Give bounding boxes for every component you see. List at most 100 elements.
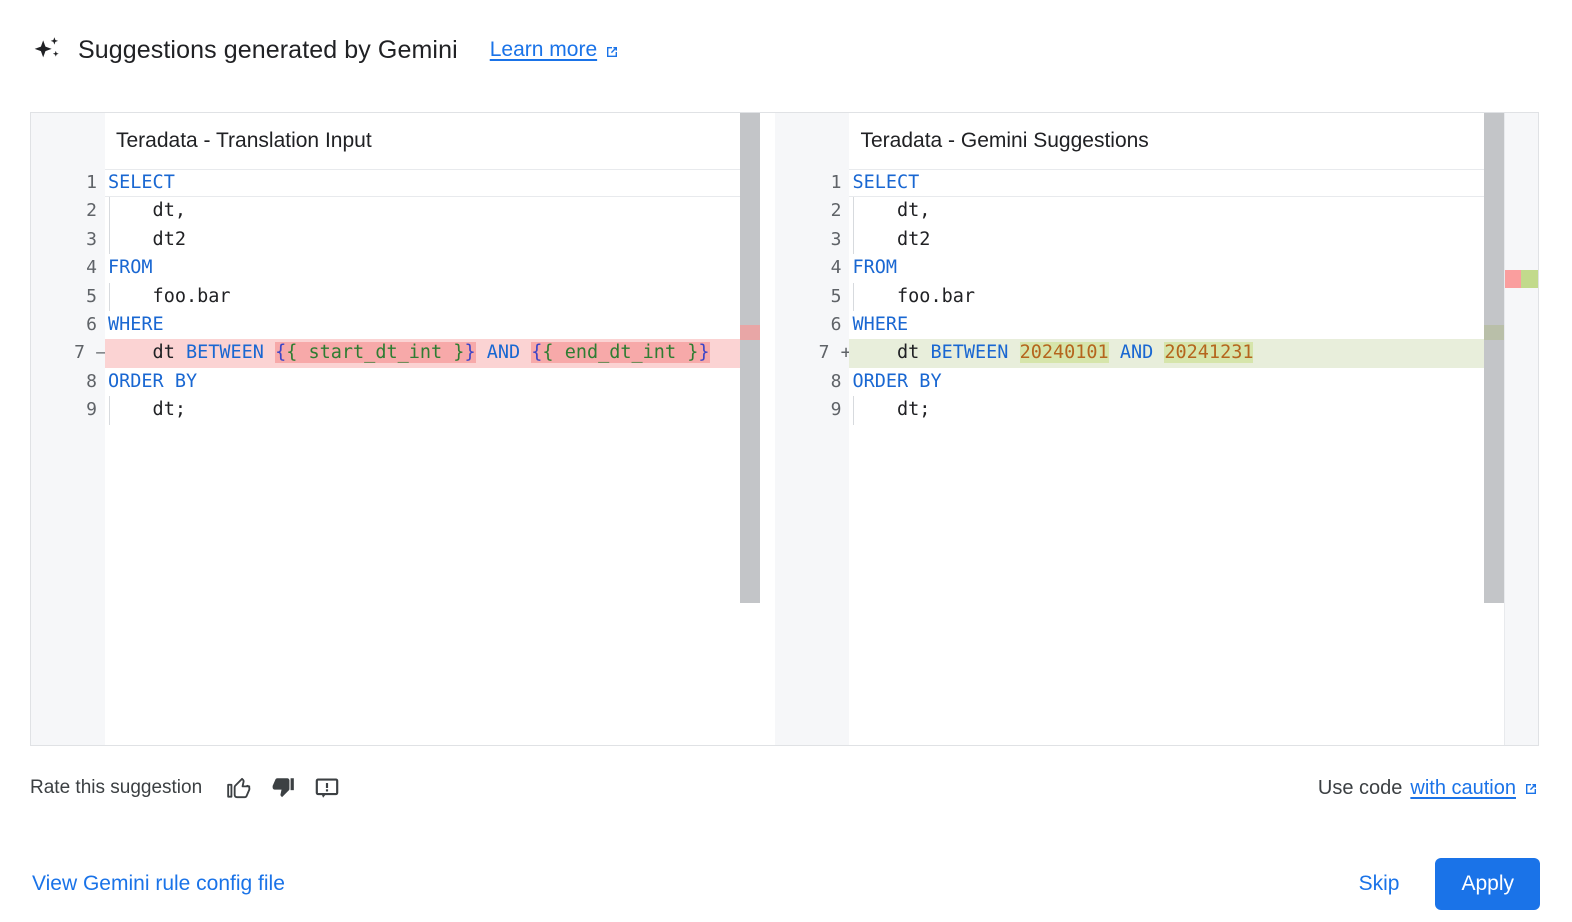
code-token: BETWEEN [930,342,1020,364]
line-number: 7— [31,339,107,367]
line-number: 6 [830,313,842,335]
line-number: 1 [830,172,842,193]
diff-del-sign: — [96,342,107,364]
code-token [520,342,531,363]
code-line: dt2 [849,225,1504,255]
scrollbar-thumb-right[interactable] [1484,113,1504,603]
code-token: } [453,342,465,364]
overview-marker-added [1521,270,1538,288]
code-line: SELECT [849,169,1504,198]
code-line: ORDER BY [849,368,1504,396]
with-caution-label: with caution [1410,776,1516,799]
overview-ruler[interactable] [1504,113,1538,745]
external-link-icon [604,42,620,58]
learn-more-link[interactable]: Learn more [490,38,620,62]
line-number: 8 [86,370,97,392]
code-line: FROM [105,254,760,282]
code-token: } [464,342,476,364]
diff-viewer: 1 2 3 4 5 6 7— 8 9 Teradata - Translation Input … [30,112,1539,746]
code-token: AND [1119,342,1154,364]
code-token: 20240101 [1019,342,1109,364]
code-token: ORDER BY [108,370,198,392]
code-token: SELECT [108,172,175,193]
code-token: FROM [852,257,898,279]
line-number: 3 [830,228,842,250]
code-token: WHERE [108,313,164,335]
gemini-header: Suggestions generated by Gemini Learn mo… [0,0,1572,72]
apply-button[interactable]: Apply [1435,858,1540,910]
code-token: { end_dt_int [542,342,688,364]
code-area-left[interactable]: Teradata - Translation Input SELECT dt, … [105,113,760,745]
code-line: foo.bar [849,282,1504,312]
code-token: foo.bar [108,285,231,307]
code-line: dt; [849,396,1504,425]
pane-title-right: Teradata - Gemini Suggestions [849,113,1504,169]
code-token [1109,342,1120,363]
diff-add-sign: + [840,342,852,364]
code-token: dt [108,342,186,364]
code-line: WHERE [849,311,1504,339]
gutter-header-left [31,113,105,169]
rate-suggestion-row: Rate this suggestion Use code with cauti… [30,766,1539,810]
code-line: dt BETWEEN 20240101 AND 20241231 [849,339,1504,368]
code-token: dt2 [852,228,931,250]
code-line: dt BETWEEN {{ start_dt_int }} AND {{ end… [105,339,760,368]
feedback-icon[interactable] [314,775,340,801]
line-number: 9 [830,399,842,421]
external-link-icon [1523,780,1539,796]
code-token: { [531,342,543,364]
code-token: } [698,342,710,364]
overview-marker-deleted [1505,270,1521,288]
line-number: 4 [86,257,97,279]
code-token: SELECT [852,172,920,193]
line-number: 2 [830,200,842,222]
line-number: 6 [86,313,97,335]
code-token: { start_dt_int [286,342,454,364]
line-number: 5 [830,285,842,307]
rate-icon-group [226,775,340,801]
code-token: ORDER BY [852,370,942,392]
with-caution-link[interactable]: with caution [1410,777,1539,800]
line-number: 3 [86,228,97,250]
line-number: 5 [86,285,97,307]
code-line: dt2 [105,225,760,255]
thumb-up-icon[interactable] [226,775,252,801]
code-token: dt [852,342,931,364]
code-line: foo.bar [105,282,760,312]
page-title: Suggestions generated by Gemini [78,35,458,64]
code-token: dt, [108,200,186,222]
thumb-down-icon[interactable] [270,775,296,801]
gutter-header-right [775,113,850,169]
footer-actions: Skip Apply [1345,858,1540,910]
code-token: AND [486,342,521,364]
scrollbar-diff-marker-left [739,325,760,340]
scrollbar-thumb-left[interactable] [739,113,760,603]
line-number: 8 [830,370,842,392]
skip-button[interactable]: Skip [1345,862,1414,906]
dialog-footer: View Gemini rule config file Skip Apply [0,846,1572,922]
code-token [476,342,487,363]
code-line: ORDER BY [105,368,760,396]
scrollbar-diff-marker-right [1484,325,1504,340]
code-token: } [687,342,699,364]
code-line: WHERE [105,311,760,339]
code-token: dt, [852,200,931,222]
pane-divider [759,113,776,745]
code-token: dt; [108,399,186,421]
pane-title-left: Teradata - Translation Input [105,113,760,169]
code-area-right[interactable]: Teradata - Gemini Suggestions SELECT dt,… [849,113,1504,745]
code-token: dt; [852,399,931,421]
view-gemini-rule-config-link[interactable]: View Gemini rule config file [32,872,285,895]
code-token [1153,342,1164,363]
sparkle-icon [30,33,64,67]
code-line: dt; [105,396,760,425]
caution-prefix: Use code [1317,776,1403,799]
